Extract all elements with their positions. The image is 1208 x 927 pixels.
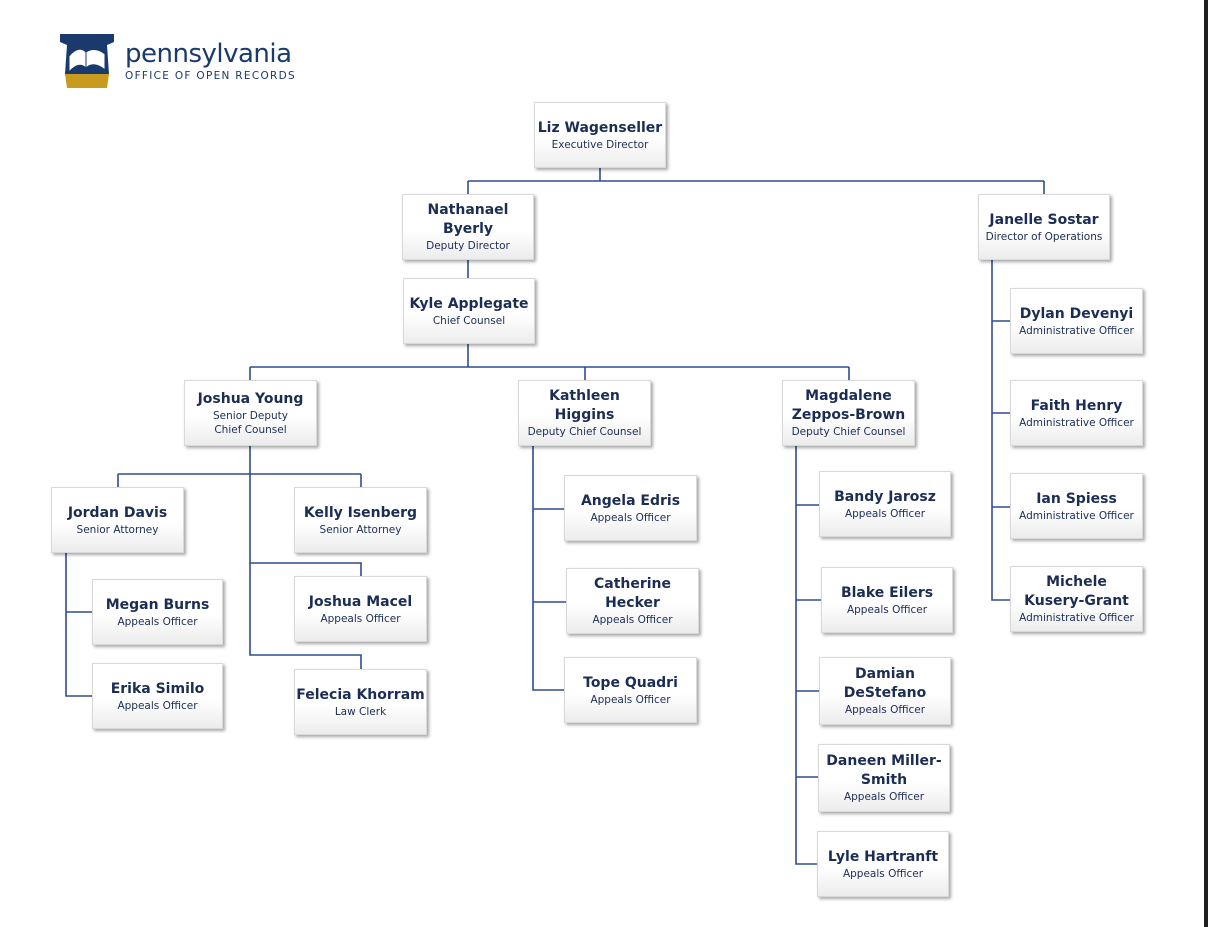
person-title: Deputy Chief Counsel [791, 426, 906, 438]
person-name: Tope Quadri [583, 674, 678, 691]
logo-name: pennsylvania [125, 39, 292, 69]
person-title: Appeals Officer [592, 614, 673, 626]
person-title: Administrative Officer [1019, 416, 1134, 429]
person-name: Bandy Jarosz [834, 488, 936, 505]
connector-line [249, 446, 362, 669]
person-name: Michele Kusery-Grant [1024, 574, 1129, 609]
person-name: Liz Wagenseller [537, 119, 663, 136]
person-title: Senior Attorney [76, 523, 159, 536]
person-name: Nathanael Byerly [427, 202, 509, 237]
person-name: Damian DeStefano [843, 666, 927, 701]
person-title: Appeals Officer [842, 867, 924, 880]
person-name: Catherine Hecker [593, 576, 672, 611]
connector-line [532, 446, 564, 691]
person-title: Administrative Officer [1019, 324, 1134, 337]
person-title: Deputy Director [426, 240, 510, 252]
person-title: Senior Attorney [319, 523, 402, 536]
person-title: Appeals Officer [117, 615, 198, 628]
person-name: Joshua Macel [308, 593, 413, 610]
person-name: Felecia Khorram [296, 686, 425, 703]
person-name: Ian Spiess [1036, 490, 1117, 507]
person-title: Law Clerk [334, 705, 387, 718]
person-name: Lyle Hartranft [827, 848, 939, 865]
connector-line [795, 446, 817, 865]
person-name: Jordan Davis [67, 504, 168, 521]
person-title: Executive Director [551, 138, 649, 151]
person-title: Senior Deputy Chief Counsel [213, 409, 288, 436]
person-title: Appeals Officer [846, 603, 928, 616]
person-title: Appeals Officer [590, 693, 671, 706]
connector-line [65, 553, 92, 697]
keystone-logo-icon [57, 32, 117, 95]
person-name: Megan Burns [105, 596, 210, 613]
person-name: Joshua Young [197, 390, 304, 407]
logo-subtitle: OFFICE OF OPEN RECORDS [125, 70, 296, 82]
person-name: Blake Eilers [840, 584, 934, 601]
person-name: Angela Edris [580, 492, 681, 509]
connector-line [250, 562, 362, 576]
person-title: Appeals Officer [843, 791, 925, 803]
person-title: Appeals Officer [117, 699, 198, 712]
person-name: Dylan Devenyi [1019, 305, 1134, 322]
person-title: Appeals Officer [844, 507, 926, 520]
person-name: Faith Henry [1030, 397, 1123, 414]
person-name: Kathleen Higgins [549, 388, 620, 423]
person-title: Director of Operations [985, 230, 1103, 243]
person-name: Daneen Miller- Smith [826, 753, 942, 788]
person-title: Administrative Officer [1019, 612, 1134, 624]
person-title: Appeals Officer [320, 612, 401, 625]
window-edge [1204, 0, 1208, 927]
person-title: Chief Counsel [432, 314, 506, 327]
person-title: Appeals Officer [590, 511, 671, 524]
person-title: Appeals Officer [844, 704, 926, 716]
person-name: Erika Similo [110, 680, 205, 697]
person-title: Deputy Chief Counsel [527, 426, 642, 438]
person-name: Kelly Isenberg [303, 504, 418, 521]
person-name: Magdalene Zeppos-Brown [791, 388, 906, 423]
connector-line [991, 260, 1010, 601]
person-title: Administrative Officer [1019, 509, 1134, 522]
logo-wordmark: pennsylvania OFFICE OF OPEN RECORDS [125, 40, 296, 82]
person-name: Janelle Sostar [989, 211, 1099, 228]
person-name: Kyle Applegate [409, 295, 529, 312]
